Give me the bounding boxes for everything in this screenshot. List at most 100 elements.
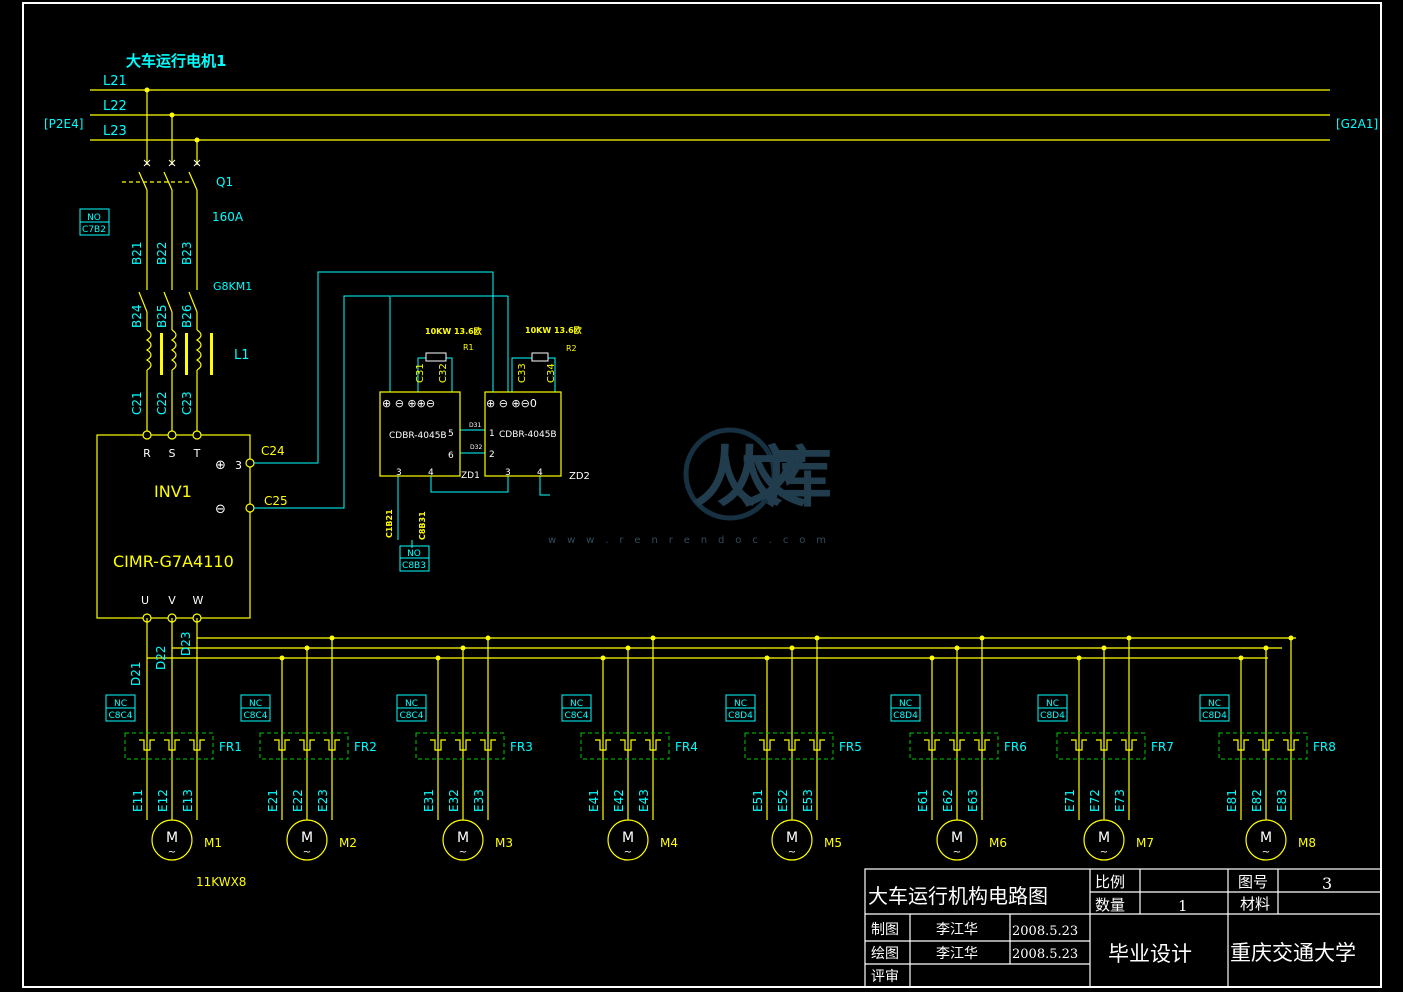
motor-wire-label: E22 — [291, 789, 305, 812]
motor-wire-label: E32 — [447, 789, 461, 812]
junction-dot — [1101, 645, 1107, 651]
motor-wire-label: E71 — [1063, 789, 1077, 812]
thermal-relay-label: FR8 — [1313, 740, 1336, 754]
nc-box-l1: NC — [1208, 699, 1221, 709]
brake-unit-zd1 — [379, 391, 461, 477]
resistor-r2 — [531, 352, 549, 362]
thermal-element — [620, 739, 636, 751]
bus-label-l22: L22 — [103, 99, 127, 114]
contactor-label: G8KM1 — [213, 280, 252, 293]
nc-box-l2: C8C4 — [564, 711, 588, 721]
breaker-label: Q1 — [216, 175, 233, 189]
inverter-name: INV1 — [154, 482, 192, 501]
nc-box-l1: NC — [249, 699, 262, 709]
watermark-url: w w w . r e n r e n d o c . c o m — [548, 535, 826, 546]
thermal-relay-box — [124, 732, 214, 760]
bus-junction-dots — [144, 87, 200, 143]
res-r2-rating: 10KW 13.6欧 — [525, 325, 582, 335]
junction-dot — [304, 645, 310, 651]
title-block — [864, 868, 1382, 988]
motor-icon — [771, 819, 813, 861]
no-box-top-l2: C7B2 — [82, 225, 106, 235]
zd2-terms-icon: ⊕ ⊖ ⊕⊖0 — [486, 397, 537, 410]
tb-scale-label: 比例 — [1095, 873, 1125, 891]
wire-b22: B22 — [155, 241, 169, 265]
thermal-relay-box — [415, 732, 505, 760]
brake-unit-zd2 — [484, 391, 562, 477]
tb-drawing-no-label: 图号 — [1238, 873, 1268, 891]
thermal-element — [455, 739, 471, 751]
motor-wire-label: E12 — [156, 789, 170, 812]
motor-wire-label: E42 — [612, 789, 626, 812]
no-box-top-l1: NO — [87, 213, 101, 223]
thermal-element — [809, 739, 825, 751]
junction-dot — [1076, 655, 1082, 661]
wire-b21: B21 — [130, 241, 144, 265]
res-r1-id: R1 — [463, 343, 474, 352]
motor-wire-label: E43 — [637, 789, 651, 812]
motor-wire-label: E41 — [587, 789, 601, 812]
motor-wire-label: E82 — [1250, 789, 1264, 812]
nc-box-l2: C8C4 — [243, 711, 267, 721]
drawing-title: 大车运行电机1 — [126, 52, 226, 70]
inverter-model: CIMR-G7A4110 — [113, 552, 234, 571]
motor-icon — [151, 819, 193, 861]
bus-ref-left: [P2E4] — [44, 117, 83, 131]
res-r2-id: R2 — [566, 344, 577, 353]
zd1-id: ZD1 — [461, 471, 480, 481]
thermal-relay-label: FR7 — [1151, 740, 1174, 754]
nc-box-l2: C8C4 — [108, 711, 132, 721]
motor-wire-label: E83 — [1275, 789, 1289, 812]
nc-box-l2: C8C4 — [399, 711, 423, 721]
nc-box-l2: C8D4 — [1202, 711, 1227, 721]
thermal-relay-label: FR2 — [354, 740, 377, 754]
nc-box-l2: C8D4 — [728, 711, 753, 721]
junction-dot — [979, 635, 985, 641]
drawing-frame — [22, 2, 1382, 988]
breaker-x-marks — [143, 159, 201, 167]
thermal-relay-label: FR6 — [1004, 740, 1027, 754]
thermal-element — [164, 739, 180, 751]
wire-c31: C31 — [415, 363, 426, 383]
motor-wire-label: E51 — [751, 789, 765, 812]
thermal-relay-label: FR1 — [219, 740, 242, 754]
nc-box-l1: NC — [899, 699, 912, 709]
motor-icon — [607, 819, 649, 861]
tb-project: 毕业设计 — [1108, 942, 1192, 966]
thermal-element — [784, 739, 800, 751]
tb-drawing-name: 大车运行机构电路图 — [868, 884, 1048, 908]
brake-wiring — [254, 271, 556, 548]
junction-dot — [1263, 645, 1269, 651]
thermal-element — [1071, 739, 1087, 751]
wire-c32: C32 — [438, 363, 449, 383]
motor-rating: 11KWX8 — [196, 875, 246, 889]
nc-box-l2: C8D4 — [893, 711, 918, 721]
motor-wire-label: E63 — [966, 789, 980, 812]
inv-in-t: T — [193, 447, 201, 460]
junction-dot — [279, 655, 285, 661]
inv-out-v: V — [168, 594, 176, 607]
nc-box-l1: NC — [1046, 699, 1059, 709]
nc-box-l1: NC — [405, 699, 418, 709]
tb-drafted-by: 李江华 — [936, 922, 978, 938]
thermal-element — [324, 739, 340, 751]
thermal-element — [1121, 739, 1137, 751]
motor-wire-label: E62 — [941, 789, 955, 812]
inv-out-w: W — [193, 594, 204, 607]
thermal-element — [759, 739, 775, 751]
zd2-id: ZD2 — [569, 471, 590, 482]
motor-wire-label: E53 — [801, 789, 815, 812]
thermal-relay-box — [1056, 732, 1146, 760]
motor-tilde: ~ — [1100, 847, 1108, 858]
wire-d21: D21 — [129, 661, 143, 686]
no-box-brake-l2: C8B3 — [402, 561, 426, 571]
inverter-box — [96, 434, 251, 619]
junction-dot — [435, 655, 441, 661]
thermal-element — [430, 739, 446, 751]
inv-minus-icon: ⊖ — [215, 502, 226, 517]
zd2-port3: 3 — [505, 468, 511, 478]
bus-ref-right: [G2A1] — [1336, 117, 1378, 131]
wire-b25: B25 — [155, 304, 169, 328]
motor-wire-label: E21 — [266, 789, 280, 812]
